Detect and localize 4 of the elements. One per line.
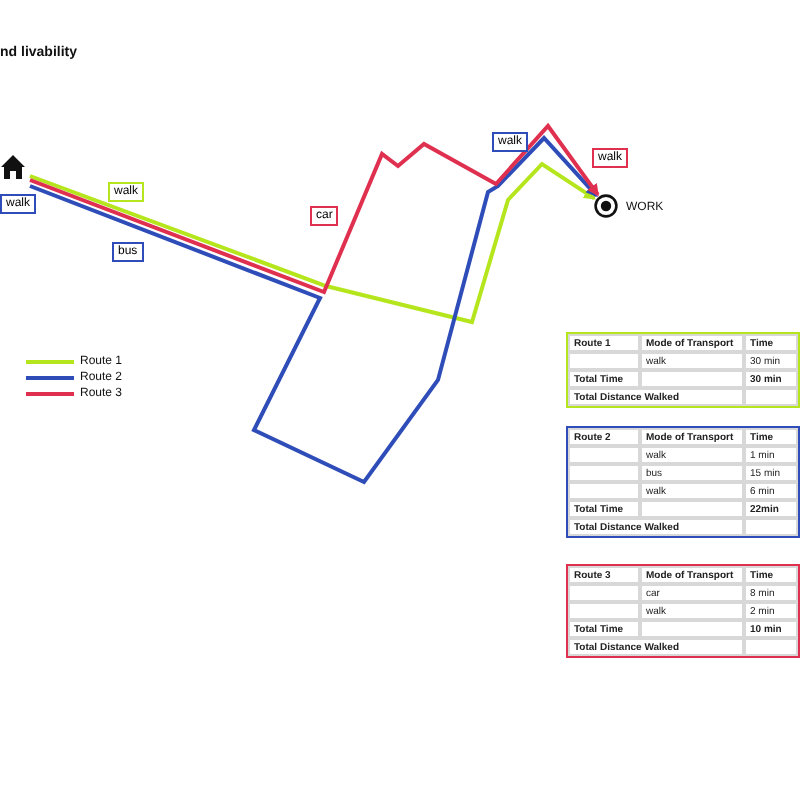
route-line [29, 161, 596, 325]
route-line [29, 135, 599, 485]
house-icon [0, 154, 26, 180]
route-line [29, 122, 600, 295]
